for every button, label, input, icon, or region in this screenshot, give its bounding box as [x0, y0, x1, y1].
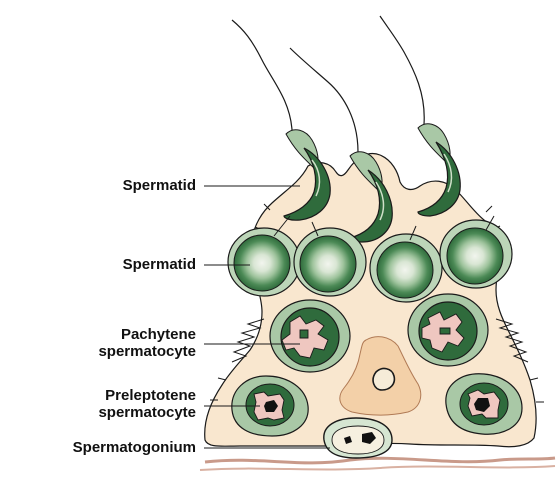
- round-spermatid-4: [439, 215, 513, 289]
- spermatid-tail-3: [379, 15, 425, 125]
- basement-membrane-lower: [199, 465, 556, 471]
- basement-membrane: [204, 456, 556, 465]
- elongated-spermatid-1: [283, 129, 331, 221]
- label-preleptotene-spermatocyte: Preleptotene spermatocyte: [98, 387, 196, 421]
- junction-zigzag-right: [495, 318, 529, 363]
- label-pachytene-spermatocyte: Pachytene spermatocyte: [98, 326, 196, 360]
- spermatid-tail-1: [231, 19, 293, 131]
- preleptotene-spermatocyte-left: [231, 375, 309, 437]
- label-spermatid-round: Spermatid: [122, 256, 196, 273]
- spermatogonium: [323, 417, 393, 459]
- elongated-spermatid-3: [417, 123, 461, 217]
- preleptotene-spermatocyte-right: [445, 373, 523, 435]
- round-spermatid-2: [293, 221, 367, 297]
- pachytene-spermatocyte-right: [407, 293, 489, 367]
- pachytene-spermatocyte-left: [269, 299, 351, 373]
- round-spermatid-1: [227, 215, 301, 297]
- spermatid-tail-2: [289, 47, 359, 153]
- sertoli-nucleolus: [372, 367, 396, 391]
- elongated-spermatid-2: [349, 151, 393, 243]
- label-spermatogonium: Spermatogonium: [72, 439, 196, 456]
- round-spermatid-3: [369, 225, 443, 303]
- label-spermatid-elongated: Spermatid: [122, 177, 196, 194]
- junction-zigzag-left: [231, 318, 265, 363]
